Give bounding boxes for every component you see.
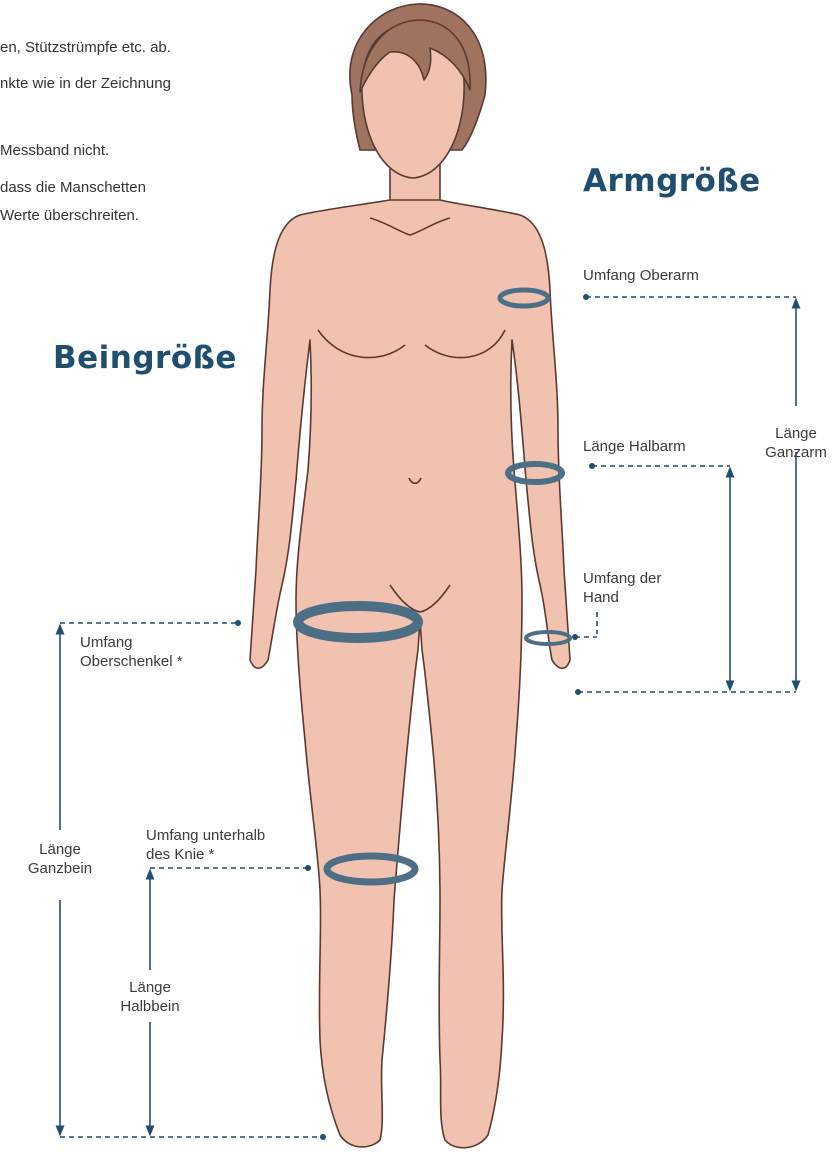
label-laenge-ganzarm: Länge Ganzarm [756, 424, 836, 462]
label-laenge-ganzarm-line2: Ganzarm [756, 443, 836, 462]
intro-line-2: nkte wie in der Zeichnung [0, 74, 171, 94]
label-umfang-oberarm: Umfang Oberarm [583, 266, 699, 285]
intro-line-5: Werte überschreiten. [0, 206, 139, 226]
label-laenge-halbbein-line2: Halbbein [105, 997, 195, 1016]
label-umfang-knie: Umfang unterhalb des Knie * [146, 826, 265, 864]
label-umfang-hand-line2: Hand [583, 588, 661, 607]
label-umfang-oberschenkel-line2: Oberschenkel * [80, 652, 183, 671]
human-figure [250, 4, 570, 1148]
label-laenge-ganzbein-line1: Länge [20, 840, 100, 859]
leg-heading: Beingröße [53, 340, 237, 376]
label-umfang-hand-line1: Umfang der [583, 569, 661, 588]
label-laenge-halbbein-line1: Länge [105, 978, 195, 997]
label-laenge-ganzbein: Länge Ganzbein [20, 840, 100, 878]
label-laenge-halbbein: Länge Halbbein [105, 978, 195, 1016]
label-laenge-ganzarm-line1: Länge [756, 424, 836, 443]
torso [250, 200, 570, 1148]
intro-line-3: Messband nicht. [0, 141, 109, 161]
label-umfang-hand: Umfang der Hand [583, 569, 661, 607]
arm-heading: Armgröße [583, 163, 761, 199]
label-umfang-oberschenkel: Umfang Oberschenkel * [80, 633, 183, 671]
intro-line-1: en, Stützstrümpfe etc. ab. [0, 38, 171, 58]
label-laenge-halbarm: Länge Halbarm [583, 437, 686, 456]
intro-line-4: dass die Manschetten [0, 178, 146, 198]
label-umfang-knie-line1: Umfang unterhalb [146, 826, 265, 845]
label-umfang-knie-line2: des Knie * [146, 845, 265, 864]
label-laenge-ganzbein-line2: Ganzbein [20, 859, 100, 878]
label-umfang-oberschenkel-line1: Umfang [80, 633, 183, 652]
